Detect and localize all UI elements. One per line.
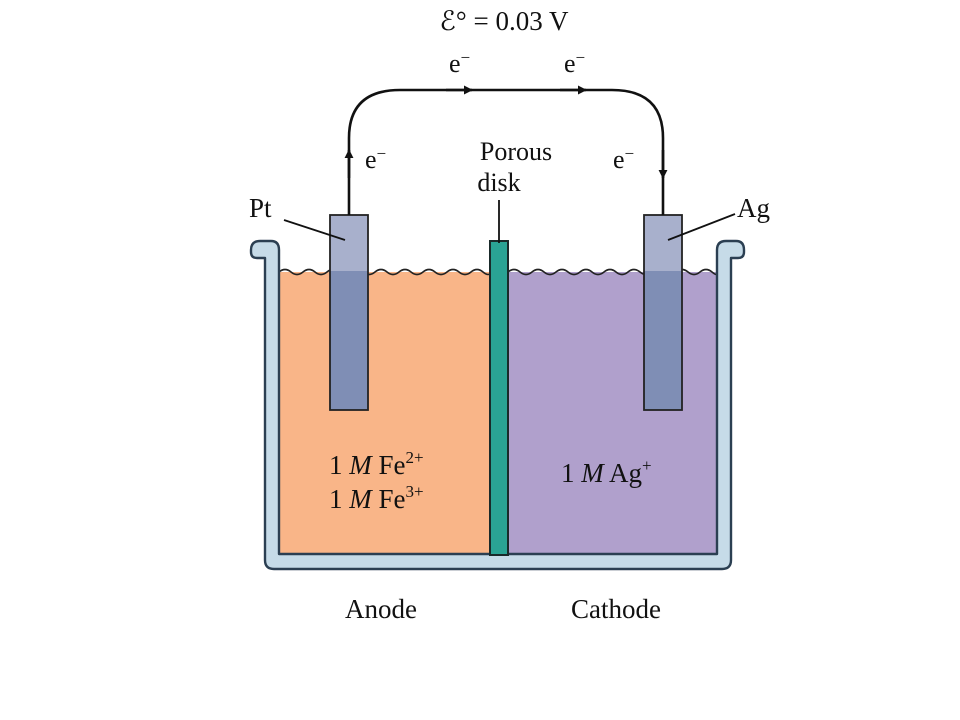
liquid-surface-left bbox=[278, 268, 492, 276]
cathode-solution-label: 1 M Ag+ bbox=[561, 456, 652, 488]
electron-label-right-wire: e− bbox=[613, 144, 634, 174]
ag-electrode bbox=[643, 214, 683, 411]
electron-label-top-left: e− bbox=[449, 48, 470, 78]
cell-potential-label: ℰ° = 0.03 V bbox=[440, 6, 569, 36]
anode-label: Anode bbox=[345, 594, 417, 624]
ag-leader-line bbox=[667, 213, 736, 241]
porous-disk-label-line1: Porous bbox=[480, 137, 552, 166]
ag-electrode-label: Ag bbox=[737, 193, 770, 223]
electron-label-left-wire: e− bbox=[365, 144, 386, 174]
cathode-label: Cathode bbox=[571, 594, 661, 624]
anode-solution bbox=[279, 272, 491, 554]
electron-label-top-right: e− bbox=[564, 48, 585, 78]
pt-electrode-label: Pt bbox=[249, 193, 272, 223]
porous-disk-label-line2: disk bbox=[477, 168, 520, 197]
anode-solution-label-fe3: 1 M Fe3+ bbox=[329, 482, 424, 514]
pt-electrode bbox=[329, 214, 369, 411]
cathode-solution bbox=[508, 272, 717, 554]
external-wire bbox=[347, 88, 665, 215]
liquid-surface-right bbox=[507, 268, 718, 276]
anode-solution-label-fe2: 1 M Fe2+ bbox=[329, 448, 424, 480]
container bbox=[249, 239, 746, 571]
pt-leader-line bbox=[283, 219, 346, 241]
porous-disk bbox=[489, 240, 509, 556]
